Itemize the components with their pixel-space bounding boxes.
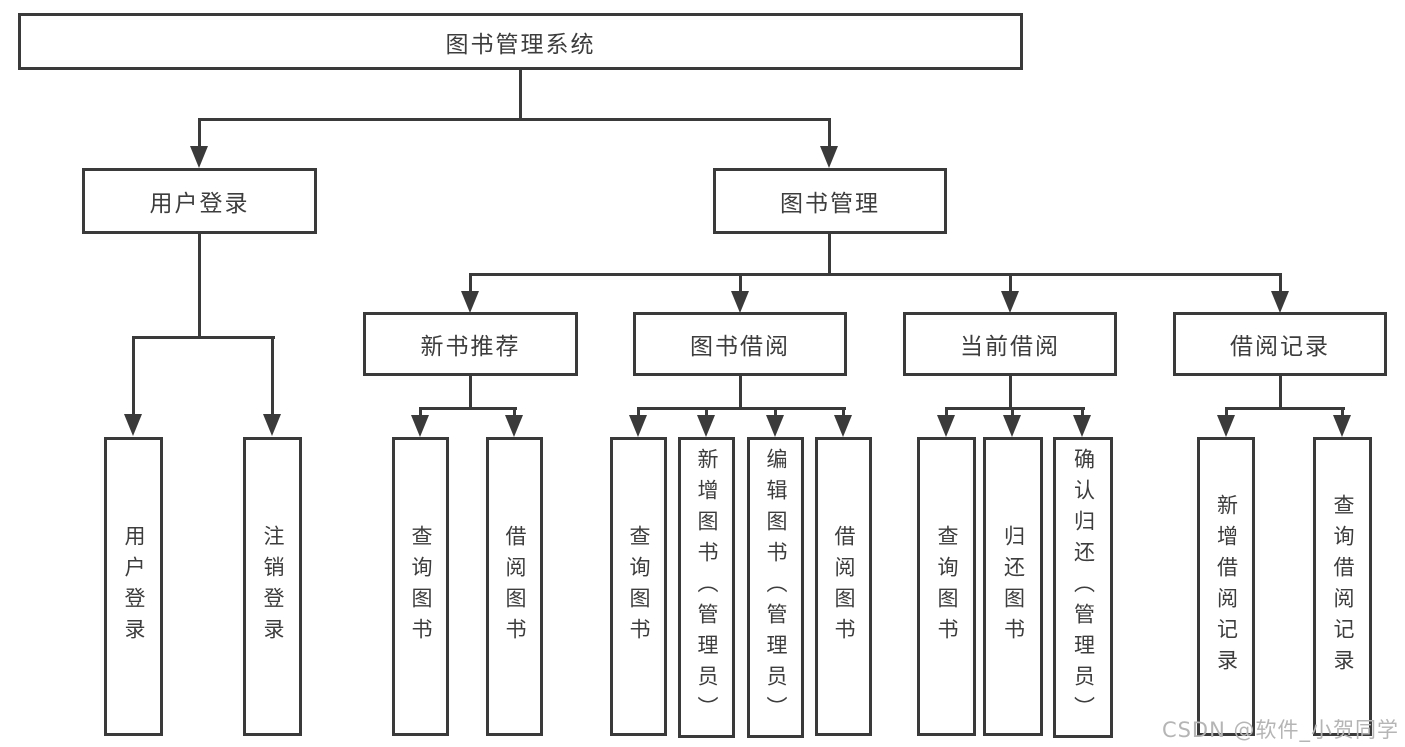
leaf-book-borrow-query-label: 查询图书 — [627, 524, 651, 649]
leaf-new-books-borrow-label: 借阅图书 — [503, 524, 527, 649]
node-borrow-records-label: 借阅记录 — [1230, 334, 1330, 360]
arrow-current-borrow-leaf-1 — [937, 410, 955, 437]
connector-new-books-split — [419, 407, 517, 410]
leaf-logout-label: 注销登录 — [261, 524, 285, 649]
node-book-borrow-label: 图书借阅 — [690, 334, 790, 360]
leaf-new-books-query: 查询图书 — [392, 437, 449, 736]
node-new-books: 新书推荐 — [363, 312, 578, 376]
leaf-current-borrow-query: 查询图书 — [917, 437, 976, 736]
arrow-new-books-leaf-2 — [505, 410, 523, 437]
leaf-logout: 注销登录 — [243, 437, 302, 736]
leaf-records-query: 查询借阅记录 — [1313, 437, 1372, 736]
connector-user-login-split — [132, 336, 275, 339]
node-user-login: 用户登录 — [82, 168, 317, 234]
connector-book-mgmt-split — [469, 273, 1282, 276]
node-root-label: 图书管理系统 — [445, 31, 596, 58]
leaf-current-borrow-return-label: 归还图书 — [1001, 524, 1026, 649]
leaf-new-books-query-label: 查询图书 — [409, 524, 433, 649]
node-book-mgmt: 图书管理 — [713, 168, 947, 234]
arrow-to-leaf-logout — [263, 339, 281, 436]
leaf-current-borrow-confirm: 确认归还（管理员） — [1053, 437, 1113, 738]
arrow-to-borrow-records — [1271, 276, 1289, 313]
leaf-current-borrow-return: 归还图书 — [983, 437, 1043, 736]
arrow-to-new-books — [461, 276, 479, 313]
connector-current-borrow-split — [945, 407, 1085, 410]
arrow-book-borrow-leaf-4 — [834, 410, 852, 437]
connector-borrow-records-split — [1225, 407, 1345, 410]
arrow-borrow-records-leaf-2 — [1333, 410, 1351, 437]
arrow-to-current-borrow — [1001, 276, 1019, 313]
node-user-login-label: 用户登录 — [149, 191, 250, 217]
leaf-current-borrow-confirm-label: 确认归还（管理员） — [1071, 448, 1096, 727]
connector-book-borrow-split — [637, 407, 846, 410]
connector-book-borrow-stem — [739, 374, 742, 410]
leaf-book-borrow-edit-label: 编辑图书（管理员） — [764, 448, 788, 727]
node-new-books-label: 新书推荐 — [420, 334, 521, 360]
leaf-records-add-label: 新增借阅记录 — [1214, 493, 1239, 680]
leaf-records-query-label: 查询借阅记录 — [1331, 493, 1355, 680]
arrow-borrow-records-leaf-1 — [1217, 410, 1235, 437]
leaf-book-borrow-borrow: 借阅图书 — [815, 437, 872, 736]
arrow-new-books-leaf-1 — [411, 410, 429, 437]
arrow-to-user-login — [190, 121, 208, 168]
leaf-new-books-borrow: 借阅图书 — [486, 437, 543, 736]
arrow-to-leaf-login — [124, 339, 142, 436]
leaf-book-borrow-add: 新增图书（管理员） — [678, 437, 735, 738]
arrow-book-borrow-leaf-1 — [629, 410, 647, 437]
leaf-book-borrow-borrow-label: 借阅图书 — [832, 524, 856, 649]
node-current-borrow: 当前借阅 — [903, 312, 1117, 376]
arrow-current-borrow-leaf-2 — [1003, 410, 1021, 437]
connector-root-stem — [519, 69, 522, 121]
connector-user-login-stem — [198, 232, 201, 339]
arrow-current-borrow-leaf-3 — [1073, 410, 1091, 437]
node-borrow-records: 借阅记录 — [1173, 312, 1387, 376]
leaf-records-add: 新增借阅记录 — [1197, 437, 1255, 736]
leaf-user-login: 用户登录 — [104, 437, 163, 736]
arrow-book-borrow-leaf-2 — [697, 410, 715, 437]
watermark: CSDN @软件_小贺同学 — [1161, 718, 1399, 742]
node-book-borrow: 图书借阅 — [633, 312, 847, 376]
connector-current-borrow-stem — [1009, 374, 1012, 410]
leaf-book-borrow-add-label: 新增图书（管理员） — [695, 448, 719, 727]
arrow-book-borrow-leaf-3 — [766, 410, 784, 437]
node-current-borrow-label: 当前借阅 — [960, 334, 1060, 360]
leaf-book-borrow-query: 查询图书 — [610, 437, 667, 736]
connector-book-mgmt-stem — [828, 232, 831, 276]
connector-borrow-records-stem — [1279, 374, 1282, 410]
leaf-book-borrow-edit: 编辑图书（管理员） — [747, 437, 804, 738]
arrow-to-book-borrow — [731, 276, 749, 313]
node-root: 图书管理系统 — [18, 13, 1023, 70]
arrow-to-book-mgmt — [820, 121, 838, 168]
connector-new-books-stem — [469, 374, 472, 410]
connector-root-split — [198, 118, 831, 121]
leaf-current-borrow-query-label: 查询图书 — [935, 524, 959, 649]
leaf-user-login-label: 用户登录 — [122, 524, 146, 649]
node-book-mgmt-label: 图书管理 — [780, 191, 880, 217]
